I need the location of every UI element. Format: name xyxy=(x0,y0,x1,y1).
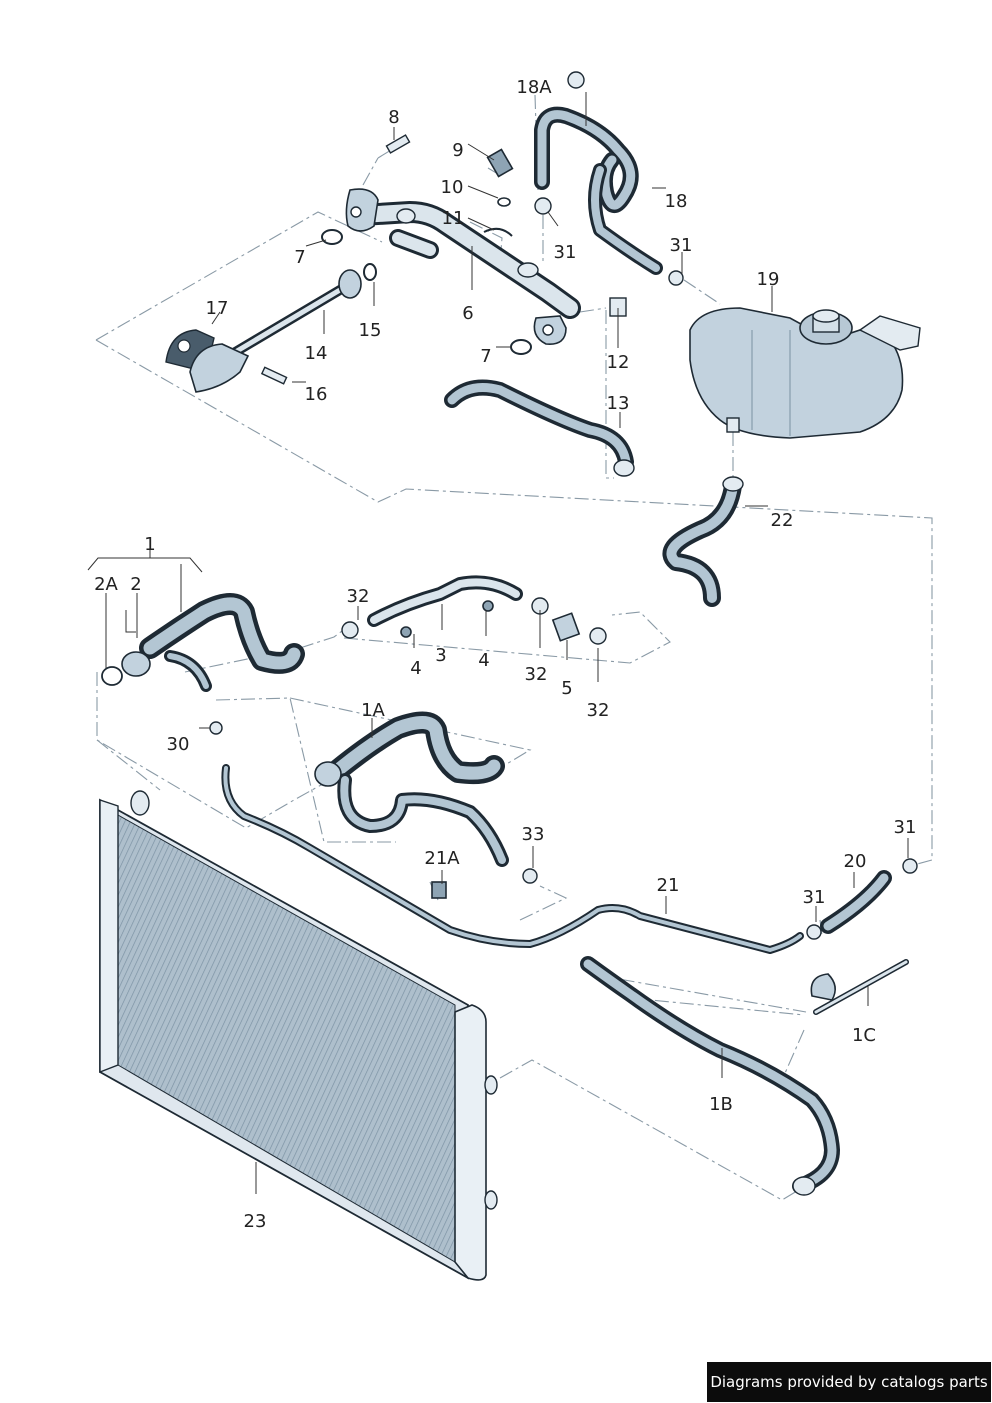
label-22: 22 xyxy=(771,510,794,531)
label-6: 6 xyxy=(462,303,473,324)
label-2A: 2A xyxy=(94,574,118,595)
label-9: 9 xyxy=(452,140,463,161)
label-7b: 7 xyxy=(480,346,491,367)
label-1: 1 xyxy=(144,534,155,555)
label-16: 16 xyxy=(305,384,328,405)
label-31a: 31 xyxy=(554,242,577,263)
label-1B: 1B xyxy=(709,1094,733,1115)
label-12: 12 xyxy=(607,352,630,373)
credit-banner: Diagrams provided by catalogs parts xyxy=(707,1362,991,1402)
cable-tie-1C xyxy=(810,959,909,1015)
label-31d: 31 xyxy=(894,817,917,838)
label-2: 2 xyxy=(130,574,141,595)
label-20: 20 xyxy=(844,851,867,872)
label-13: 13 xyxy=(607,393,630,414)
label-10: 10 xyxy=(441,177,464,198)
label-11: 11 xyxy=(442,208,465,229)
label-21: 21 xyxy=(657,875,680,896)
hose-assembly-1A xyxy=(314,711,509,867)
label-32a: 32 xyxy=(347,586,370,607)
label-4a: 4 xyxy=(410,658,421,679)
hose-13 xyxy=(444,379,635,477)
label-21A: 21A xyxy=(424,848,460,869)
metal-pipe-14 xyxy=(165,269,362,393)
label-32b: 32 xyxy=(525,664,548,685)
label-17: 17 xyxy=(206,298,229,319)
hose-18 xyxy=(534,106,663,275)
label-33: 33 xyxy=(522,824,545,845)
label-7a: 7 xyxy=(294,247,305,268)
label-19: 19 xyxy=(757,269,780,290)
label-18A: 18A xyxy=(516,77,552,98)
hose-22 xyxy=(662,476,744,607)
label-31c: 31 xyxy=(803,887,826,908)
coolant-pipe xyxy=(345,188,581,345)
credit-text: Diagrams provided by catalogs parts xyxy=(710,1373,988,1391)
label-18: 18 xyxy=(665,191,688,212)
pipe-3 xyxy=(367,575,581,642)
label-32c: 32 xyxy=(587,700,610,721)
callout-labels: 1 2A 2 32 3 4 4 32 5 32 30 1A 33 21A 21 … xyxy=(94,77,916,1232)
hose-20 xyxy=(820,870,892,934)
hose-1B xyxy=(580,956,840,1196)
hose-21 xyxy=(221,764,804,954)
label-30: 30 xyxy=(167,734,190,755)
hose-assembly-1 xyxy=(101,593,305,692)
label-31b: 31 xyxy=(670,235,693,256)
small-parts xyxy=(209,71,918,940)
expansion-tank xyxy=(689,307,921,439)
label-5: 5 xyxy=(561,678,572,699)
radiator xyxy=(99,790,498,1281)
label-1A: 1A xyxy=(361,700,385,721)
label-8: 8 xyxy=(388,107,399,128)
label-4b: 4 xyxy=(478,650,489,671)
label-1C: 1C xyxy=(852,1025,876,1046)
label-14: 14 xyxy=(305,343,328,364)
leader-lines xyxy=(87,92,909,1194)
label-15: 15 xyxy=(359,320,382,341)
label-23: 23 xyxy=(244,1211,267,1232)
label-3: 3 xyxy=(435,645,446,666)
